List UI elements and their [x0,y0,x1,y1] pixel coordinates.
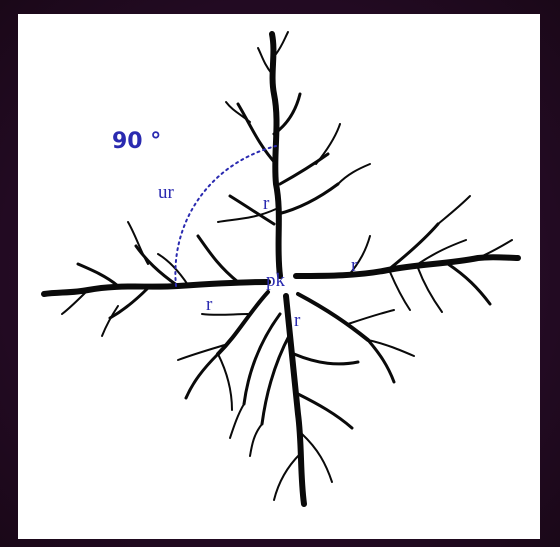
root-label-bottom: r [294,310,301,331]
upper-root-label: ur [158,182,175,203]
angle-arc-dotted [174,145,277,287]
soma-label: pk [266,270,286,291]
angle-label: 90 ° [112,129,161,154]
trunk-down [283,293,307,507]
root-label-top: r [263,193,270,214]
trunk-left [41,279,271,297]
neuron-figure-panel: 90 ° ur pk r r r r [18,14,540,539]
trunk-right [293,254,521,279]
root-label-left: r [206,294,213,315]
root-label-right: r [351,255,358,276]
neuron-branches [41,31,521,507]
trunk-up [269,31,283,279]
neuron-diagram: 90 ° ur pk r r r r [18,14,540,539]
